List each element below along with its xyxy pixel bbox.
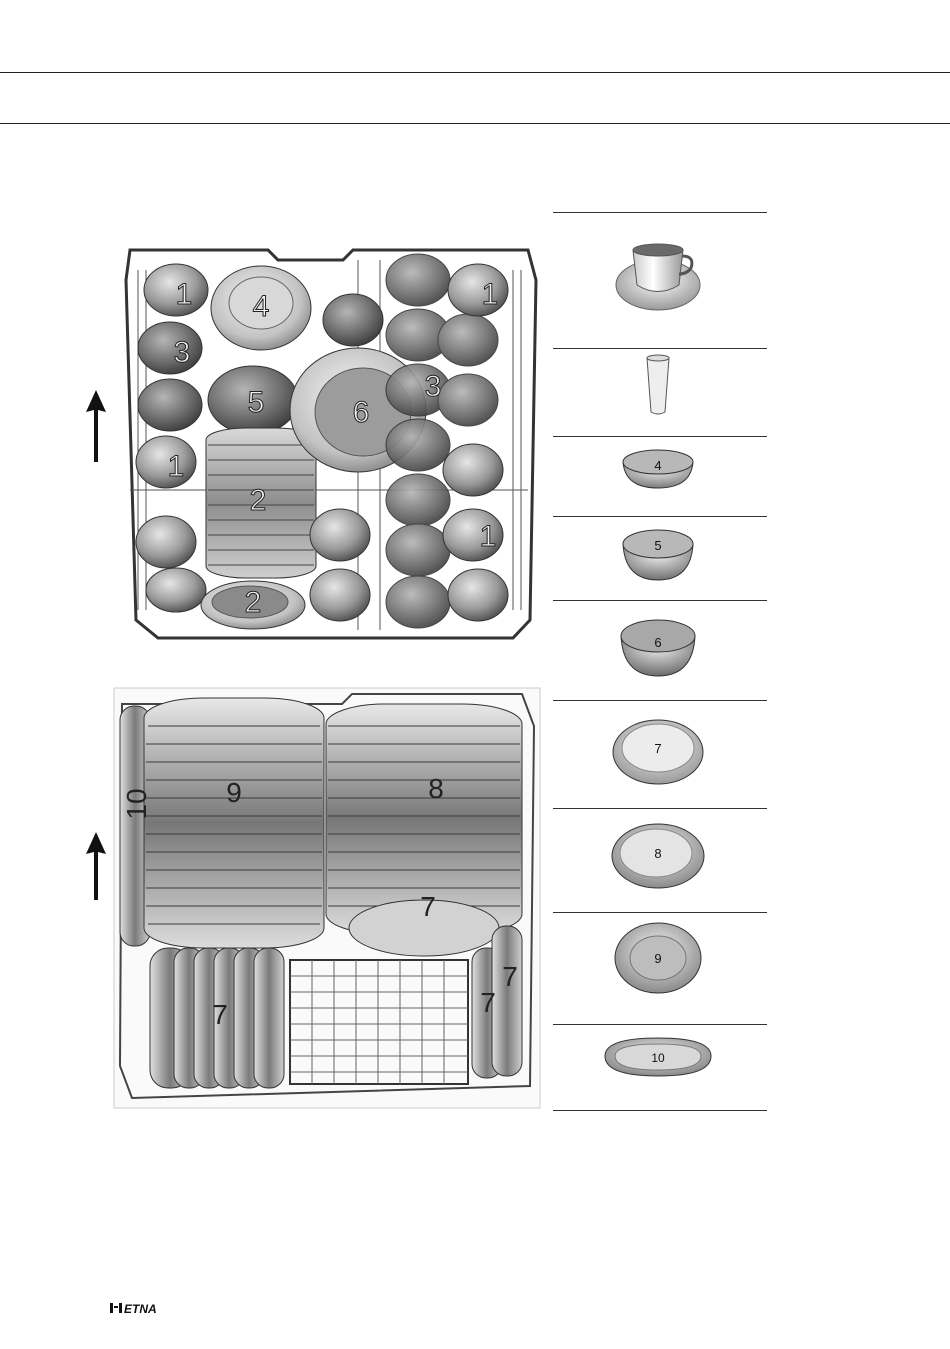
legend-divider <box>553 1024 767 1025</box>
lower-label-7c: 7 <box>480 987 496 1018</box>
legend-divider <box>553 516 767 517</box>
dinner-plate-icon: 7 <box>553 710 767 800</box>
legend-divider <box>553 700 767 701</box>
direction-arrow-icon <box>84 832 108 902</box>
legend-label-10: 10 <box>651 1051 665 1065</box>
upper-label-1a: 1 <box>176 278 193 311</box>
legend-item-4: 4 <box>553 440 767 512</box>
upper-label-1b: 1 <box>168 450 185 483</box>
legend-item-7: 7 <box>553 710 767 800</box>
lower-label-7a: 7 <box>420 891 436 922</box>
lower-label-8: 8 <box>428 773 444 804</box>
legend-divider <box>553 348 767 349</box>
legend-item-5: 5 <box>553 520 767 596</box>
upper-label-3b: 3 <box>425 370 442 403</box>
brand-logo-text: ETNA <box>124 1302 157 1316</box>
lower-rack-illustration: 10 9 8 7 7 7 7 <box>112 686 542 1110</box>
legend-divider <box>553 1110 767 1111</box>
upper-label-1c: 1 <box>482 278 499 311</box>
upper-rack-illustration: 1 1 1 1 3 3 4 5 6 2 2 <box>118 240 540 652</box>
legend-divider <box>553 808 767 809</box>
small-bowl-icon: 4 <box>553 440 767 512</box>
legend-item-9: 9 <box>553 918 767 1008</box>
dessert-plate-icon: 9 <box>553 918 767 1008</box>
soup-plate-icon: 8 <box>553 816 767 906</box>
lower-label-7d: 7 <box>502 961 518 992</box>
direction-arrow-icon <box>84 390 108 464</box>
upper-label-4: 4 <box>253 290 270 323</box>
legend-item-10: 10 <box>553 1032 767 1106</box>
deep-bowl-icon: 5 <box>553 520 767 596</box>
lower-label-7b: 7 <box>212 999 228 1030</box>
legend-item-6: 6 <box>553 606 767 692</box>
upper-label-2b: 2 <box>245 586 262 619</box>
serving-platter-icon: 10 <box>553 1032 767 1106</box>
upper-label-6: 6 <box>353 396 370 429</box>
legend-label-4: 4 <box>654 458 661 473</box>
legend-divider <box>553 912 767 913</box>
cup-with-saucer-icon <box>553 230 767 330</box>
upper-label-5: 5 <box>248 386 265 419</box>
header-rule-bottom <box>0 123 950 124</box>
upper-label-2a: 2 <box>250 484 267 517</box>
legend-label-8: 8 <box>654 846 661 861</box>
legend-item-cup <box>553 230 767 330</box>
legend-label-9: 9 <box>654 951 661 966</box>
legend-label-7: 7 <box>654 741 661 756</box>
legend-label-5: 5 <box>654 538 661 553</box>
upper-left-cups <box>136 264 208 612</box>
legend-label-6: 6 <box>654 635 661 650</box>
legend-item-8: 8 <box>553 816 767 906</box>
header-rule-top <box>0 72 950 73</box>
upper-label-1d: 1 <box>480 520 497 553</box>
lower-label-10: 10 <box>121 788 152 819</box>
glass-icon <box>553 350 767 434</box>
legend-divider <box>553 600 767 601</box>
large-bowl-icon: 6 <box>553 606 767 692</box>
legend-divider <box>553 212 767 213</box>
upper-label-3a: 3 <box>174 336 191 369</box>
legend-item-glass <box>553 350 767 434</box>
brand-logo: ETNA <box>110 1300 170 1321</box>
legend-divider <box>553 436 767 437</box>
lower-label-9: 9 <box>226 777 242 808</box>
